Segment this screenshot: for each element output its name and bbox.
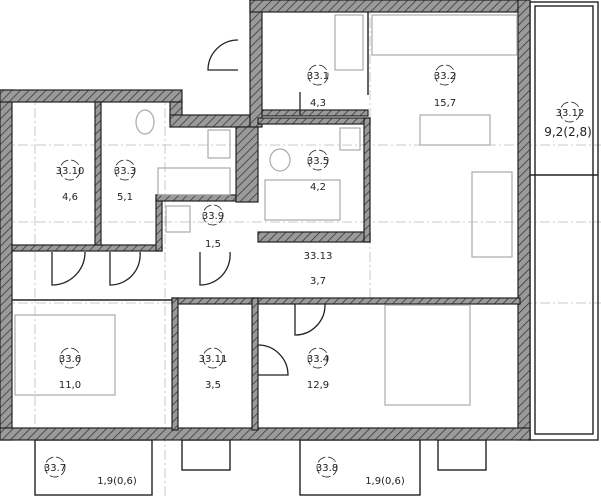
room-id: 33.5 bbox=[307, 156, 329, 167]
interior-walls bbox=[11, 12, 521, 431]
room-area: 4,6 bbox=[62, 192, 78, 203]
room-area: 11,0 bbox=[59, 380, 81, 391]
room-area: 5,1 bbox=[117, 192, 133, 203]
room-33-12: 33.12 9,2(2,8) bbox=[544, 101, 592, 139]
room-area: 9,2(2,8) bbox=[544, 125, 592, 139]
room-33-8: 33.8 1,9(0,6) bbox=[316, 456, 405, 487]
room-33-4: 33.4 12,9 bbox=[307, 347, 329, 391]
room-33-5: 33.5 4,2 bbox=[307, 149, 329, 193]
room-id: 33.11 bbox=[199, 354, 228, 365]
room-id: 33.2 bbox=[434, 71, 456, 82]
balcony-33-12 bbox=[529, 1, 599, 441]
room-area: 1,9(0,6) bbox=[365, 476, 405, 487]
planter-left bbox=[181, 439, 231, 471]
room-id: 33.13 bbox=[304, 251, 333, 262]
room-id: 33.10 bbox=[56, 166, 85, 177]
furniture bbox=[14, 14, 518, 406]
room-33-9: 33.9 1,5 bbox=[202, 204, 224, 250]
room-33-13: 33.13 3,7 bbox=[304, 251, 333, 287]
room-id: 33.3 bbox=[114, 166, 136, 177]
room-33-2: 33.2 15,7 bbox=[434, 64, 456, 109]
room-area: 4,2 bbox=[310, 182, 326, 193]
room-33-1: 33.1 4,3 bbox=[307, 64, 329, 109]
room-id: 33.1 bbox=[307, 71, 329, 82]
exterior-walls bbox=[0, 0, 531, 441]
room-area: 1,5 bbox=[205, 239, 221, 250]
room-33-11: 33.11 3,5 bbox=[199, 347, 228, 391]
room-id: 33.9 bbox=[202, 211, 224, 222]
room-id: 33.12 bbox=[556, 108, 585, 119]
doors bbox=[51, 39, 326, 376]
planter-right bbox=[437, 439, 487, 471]
room-id: 33.8 bbox=[316, 463, 338, 474]
room-33-10: 33.10 4,6 bbox=[56, 159, 85, 203]
room-id: 33.6 bbox=[59, 354, 81, 365]
room-area: 3,7 bbox=[310, 276, 326, 287]
room-area: 3,5 bbox=[205, 380, 221, 391]
room-id: 33.7 bbox=[44, 463, 66, 474]
room-area: 4,3 bbox=[310, 98, 326, 109]
room-id: 33.4 bbox=[307, 354, 329, 365]
room-33-7: 33.7 1,9(0,6) bbox=[44, 456, 137, 487]
room-33-6: 33.6 11,0 bbox=[59, 347, 81, 391]
room-33-3: 33.3 5,1 bbox=[114, 159, 136, 203]
room-area: 12,9 bbox=[307, 380, 329, 391]
room-area: 1,9(0,6) bbox=[97, 476, 137, 487]
room-area: 15,7 bbox=[434, 98, 456, 109]
